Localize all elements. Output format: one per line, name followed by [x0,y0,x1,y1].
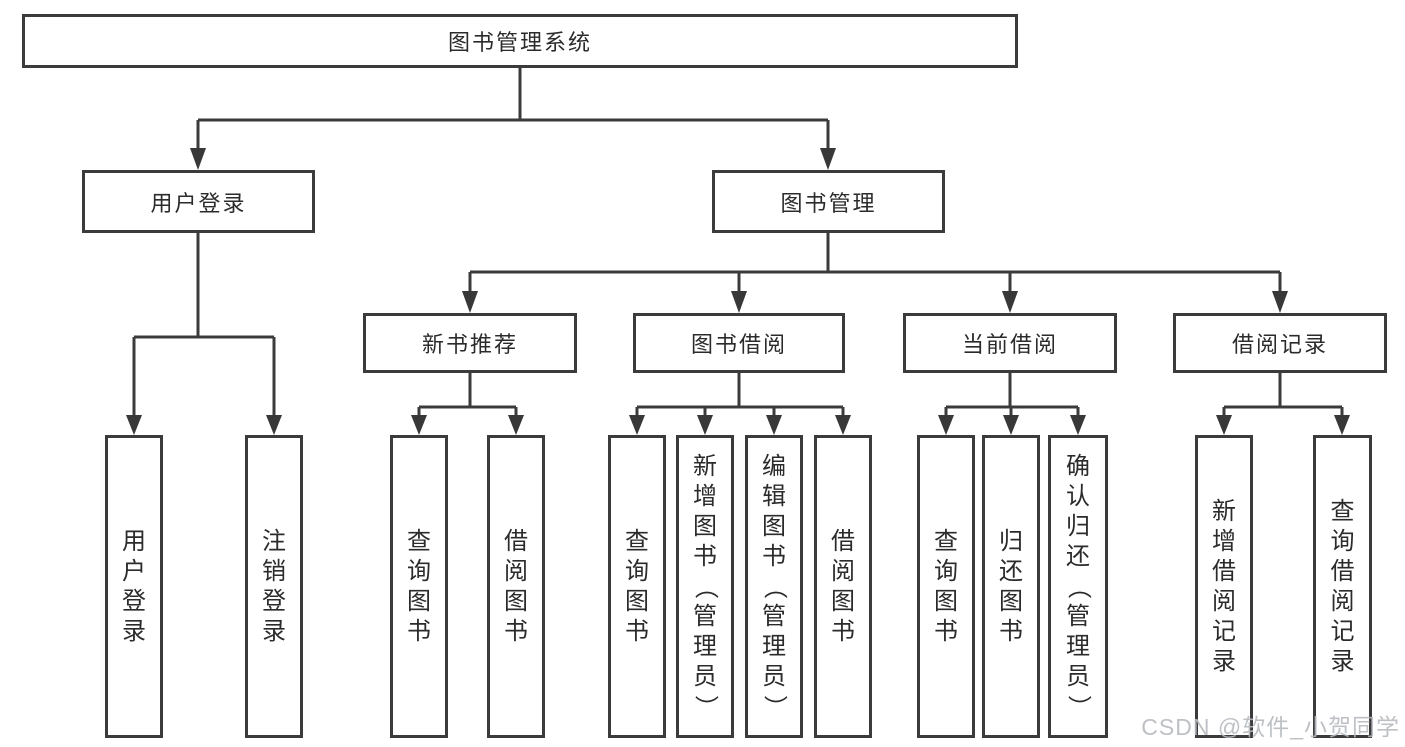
node-book-borrowing-label: 图书借阅 [690,332,787,357]
node-user-login-label: 用户登录 [150,190,247,216]
leaf-borrow-books-borrowing: 借阅图书 [814,435,872,738]
node-book-borrowing: 图书借阅 [633,313,845,373]
leaf-add-book-admin-label: 新增图书（管理员） [692,452,719,719]
leaf-add-borrow-record: 新增借阅记录 [1195,435,1253,738]
leaf-query-books-borrowing: 查询图书 [608,435,666,738]
leaf-edit-book-admin-label: 编辑图书（管理员） [761,452,788,719]
node-borrowing-records: 借阅记录 [1173,313,1387,373]
node-new-book-recommend-label: 新书推荐 [421,332,518,357]
leaf-edit-book-admin: 编辑图书（管理员） [745,435,803,738]
leaf-borrow-books-borrowing-label: 借阅图书 [831,527,855,645]
node-borrowing-records-label: 借阅记录 [1231,332,1328,357]
leaf-query-books-current: 查询图书 [917,435,975,738]
leaf-return-books-label: 归还图书 [999,527,1023,645]
leaf-borrow-books-recommend-label: 借阅图书 [504,527,528,645]
leaf-borrow-books-recommend: 借阅图书 [487,435,545,738]
node-current-borrowing-label: 当前借阅 [961,332,1058,357]
leaf-query-books-current-label: 查询图书 [934,527,958,645]
leaf-query-books-recommend: 查询图书 [390,435,448,738]
leaf-return-books: 归还图书 [982,435,1040,738]
leaf-query-books-borrowing-label: 查询图书 [625,527,649,645]
leaf-add-book-admin: 新增图书（管理员） [676,435,734,738]
node-new-book-recommend: 新书推荐 [363,313,577,373]
watermark: CSDN @软件_小贺同学 [1141,714,1400,740]
node-root: 图书管理系统 [22,14,1018,68]
node-root-label: 图书管理系统 [447,30,592,55]
leaf-logout-label: 注销登录 [262,527,286,645]
node-book-management-label: 图书管理 [780,190,877,216]
node-book-management: 图书管理 [712,170,945,233]
leaf-user-login-label: 用户登录 [122,527,146,645]
leaf-query-borrow-record-label: 查询借阅记录 [1330,497,1355,675]
leaf-add-borrow-record-label: 新增借阅记录 [1212,497,1236,675]
leaf-user-login: 用户登录 [105,435,163,738]
node-current-borrowing: 当前借阅 [903,313,1117,373]
leaf-confirm-return-admin-label: 确认归还（管理员） [1065,452,1092,719]
leaf-query-books-recommend-label: 查询图书 [407,527,431,645]
node-user-login: 用户登录 [82,170,315,233]
leaf-query-borrow-record: 查询借阅记录 [1313,435,1372,738]
leaf-logout: 注销登录 [245,435,303,738]
leaf-confirm-return-admin: 确认归还（管理员） [1048,435,1108,738]
